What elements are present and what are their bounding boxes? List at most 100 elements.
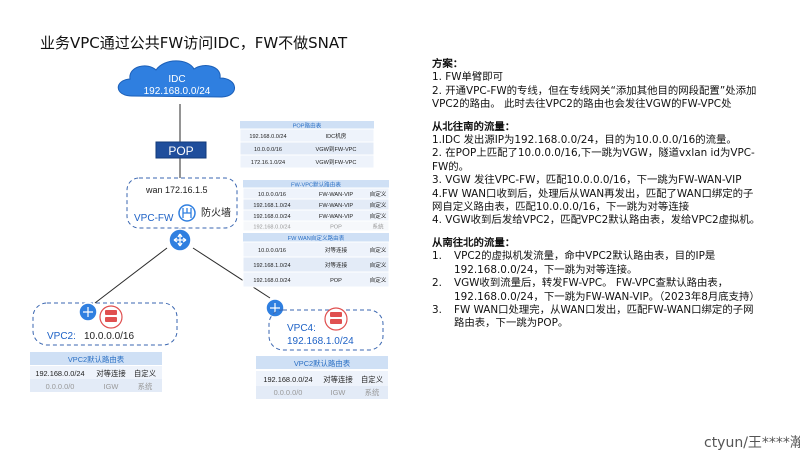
explanation-panel: 方案： 1. FW单臂即可 2. 开通VPC-FW的专线，但在专线网关“添加其他… xyxy=(432,58,762,331)
fw-wan-row-2-next: POP xyxy=(330,278,342,284)
plan-line-2: 2. 开通VPC-FW的专线，但在专线网关“添加其他目的网段配置”处添加VPC2… xyxy=(432,84,757,111)
line-router-vpc2 xyxy=(94,247,168,304)
south-north-item-1: 1. VPC2的虚拟机发流量，命中VPC2默认路由表，目的IP是192.168.… xyxy=(432,250,762,277)
vpc2-router-icon xyxy=(78,302,98,322)
south-north-item-3: 3. FW WAN口处理完，从WAN口发出，匹配FW-WAN口绑定的子网路由表，… xyxy=(432,304,762,331)
vpc2-row-1-dest: 0.0.0.0/0 xyxy=(46,382,75,391)
pop-table-header: POP路由表 xyxy=(293,122,322,130)
vpc4-row-0-dest: 192.168.0.0/24 xyxy=(263,375,312,384)
fw-default-row-3-dest: 192.168.0.0/24 xyxy=(253,225,290,231)
plan-heading: 方案： xyxy=(432,58,464,70)
south-north-num-3: 3. xyxy=(432,303,442,316)
south-north-text-3: FW WAN口处理完，从WAN口发出，匹配FW-WAN口绑定的子网路由表，下一跳… xyxy=(454,303,754,330)
vpc2-row-0-next: 对等连接 xyxy=(96,369,126,378)
south-north-num-1: 1. xyxy=(432,250,442,263)
fw-wan-row-0-next: 对等连接 xyxy=(325,246,348,254)
vpc4-route-table: VPC2默认路由表 192.168.0.0/24 对等连接 自定义 0.0.0.… xyxy=(256,356,388,399)
vpc2-label: VPC2: xyxy=(47,331,76,342)
fw-wan-row-1-type: 自定义 xyxy=(370,261,387,269)
fw-default-row-2-next: FW-WAN-VIP xyxy=(319,214,353,220)
vpc4-row-1-next: IGW xyxy=(331,388,346,397)
pop-row-1-next: VGW到FW-VPC xyxy=(316,146,357,153)
fw-default-row-1-dest: 192.168.1.0/24 xyxy=(253,203,290,209)
cloud-shape xyxy=(117,60,235,98)
vpc4-boundary xyxy=(268,309,384,351)
north-south-line-1: 1.IDC 发出源IP为192.168.0.0/24，目的为10.0.0.0/1… xyxy=(432,134,737,147)
watermark: ctyun/王****瀚 xyxy=(704,435,800,451)
north-south-line-2: 2. 在POP上匹配了10.0.0.0/16,下一跳为VGW，隧道vxlan i… xyxy=(432,147,755,173)
south-north-text-1: VPC2的虚拟机发流量，命中VPC2默认路由表，目的IP是192.168.0.0… xyxy=(454,250,716,276)
vpc2-cidr: 10.0.0.0/16 xyxy=(84,331,134,342)
vpc2-row-1-type: 系统 xyxy=(138,382,153,391)
vpc2-group[interactable]: VPC2: 10.0.0.0/16 xyxy=(32,302,178,346)
pop-row-1-dest: 10.0.0.0/16 xyxy=(254,147,282,153)
north-south-line-4: 4.FW WAN口收到后，处理后从WAN再发出，匹配了WAN口绑定的子网自定义路… xyxy=(432,187,754,214)
vpc4-label: VPC4: xyxy=(287,323,316,334)
fw-default-row-3-type: 系统 xyxy=(372,223,384,231)
idc-cloud[interactable]: IDC 192.168.0.0/24 xyxy=(117,60,235,98)
peering-router-icon[interactable] xyxy=(168,228,192,252)
vpc4-row-0-next: 对等连接 xyxy=(323,375,353,384)
vpc2-row-1-next: IGW xyxy=(104,382,119,391)
vpc4-group[interactable]: VPC4: 192.168.1.0/24 xyxy=(265,298,384,351)
firewall-icon xyxy=(178,204,196,222)
vpc2-route-table: VPC2默认路由表 192.168.0.0/24 对等连接 自定义 0.0.0.… xyxy=(30,352,162,392)
fw-wan-route-table: FW WAN自定义路由表 10.0.0.0/16 对等连接 自定义 192.16… xyxy=(242,233,390,288)
fw-default-row-1-next: FW-WAN-VIP xyxy=(319,203,353,209)
pop-route-table: POP路由表 192.168.0.0/24 IDC机房 10.0.0.0/16 … xyxy=(239,121,375,169)
page-title: 业务VPC通过公共FW访问IDC，FW不做SNAT xyxy=(40,34,348,52)
fw-wan-row-0-type: 自定义 xyxy=(370,246,387,254)
plan-line-1: 1. FW单臂即可 xyxy=(432,71,504,84)
fw-default-row-2-dest: 192.168.0.0/24 xyxy=(253,214,290,220)
pop-box xyxy=(155,141,207,159)
vpc2-row-0-type: 自定义 xyxy=(134,369,157,378)
fw-default-row-3-next: POP xyxy=(330,225,342,231)
fw-default-row-0-type: 自定义 xyxy=(370,190,387,198)
fw-wan-row-2-type: 自定义 xyxy=(370,276,387,284)
fw-vpc-group[interactable]: wan 172.16.1.5 VPC-FW 防火墙 xyxy=(126,177,238,229)
fw-default-row-0-next: FW-WAN-VIP xyxy=(319,192,353,198)
fw-wan-row-1-dest: 192.168.1.0/24 xyxy=(253,263,290,269)
pop-row-0-next: IDC机房 xyxy=(326,132,347,140)
fw-wan-row-0-dest: 10.0.0.0/16 xyxy=(258,248,286,254)
fw-default-row-1-type: 自定义 xyxy=(370,201,387,209)
pop-row-2-next: VGW到FW-VPC xyxy=(316,159,357,166)
vpc4-server-icon xyxy=(324,307,348,331)
idc-label: IDC xyxy=(168,74,185,85)
connection-lines xyxy=(94,104,271,304)
north-south-line-5: 4. VGW收到后发给VPC2，匹配VPC2默认路由表，发给VPC2虚拟机。 xyxy=(432,214,761,227)
vpc4-row-1-dest: 0.0.0.0/0 xyxy=(274,388,303,397)
vpc2-server-icon xyxy=(99,305,123,329)
vpc2-row-0-dest: 192.168.0.0/24 xyxy=(35,369,84,378)
north-south-line-3: 3. VGW 发往VPC-FW，匹配10.0.0.0/16，下一跳为FW-WAN… xyxy=(432,174,742,187)
fw-wan-label: wan 172.16.1.5 xyxy=(145,185,208,195)
south-north-item-2: 2. VGW收到流量后，转发FW-VPC。 FW-VPC查默认路由表，192.1… xyxy=(432,277,762,304)
pop-row-0-dest: 192.168.0.0/24 xyxy=(249,134,286,140)
pop-node[interactable]: POP xyxy=(155,141,207,159)
vpc4-row-0-type: 自定义 xyxy=(361,375,384,384)
vpc4-row-1-type: 系统 xyxy=(365,388,380,397)
line-router-vpc4 xyxy=(192,247,271,299)
fw-wan-row-2-dest: 192.168.0.0/24 xyxy=(253,278,290,284)
fw-vpc-name: VPC-FW xyxy=(134,213,174,224)
north-south-heading: 从北往南的流量： xyxy=(432,120,516,133)
fw-default-row-0-dest: 10.0.0.0/16 xyxy=(258,192,286,198)
vpc4-router-icon xyxy=(265,298,285,318)
fw-vpc-boundary xyxy=(126,177,238,229)
vpc4-table-header: VPC2默认路由表 xyxy=(294,359,351,368)
vpc4-cidr: 192.168.1.0/24 xyxy=(287,336,354,347)
fw-default-table-header: FW-VPC默认路由表 xyxy=(291,181,341,189)
vpc2-table-header: VPC2默认路由表 xyxy=(68,355,125,364)
fw-wan-row-1-next: 对等连接 xyxy=(325,261,348,269)
firewall-label: 防火墙 xyxy=(201,206,231,219)
pop-label: POP xyxy=(168,144,193,158)
south-north-heading: 从南往北的流量： xyxy=(432,236,516,249)
fw-default-route-table: FW-VPC默认路由表 10.0.0.0/16 FW-WAN-VIP 自定义 1… xyxy=(242,180,390,232)
vpc2-boundary xyxy=(32,302,178,346)
fw-default-row-2-type: 自定义 xyxy=(370,212,387,220)
south-north-text-2: VGW收到流量后，转发FW-VPC。 FW-VPC查默认路由表，192.168.… xyxy=(454,277,760,303)
idc-cidr: 192.168.0.0/24 xyxy=(144,86,211,97)
fw-wan-table-header: FW WAN自定义路由表 xyxy=(288,234,345,242)
south-north-num-2: 2. xyxy=(432,277,442,290)
